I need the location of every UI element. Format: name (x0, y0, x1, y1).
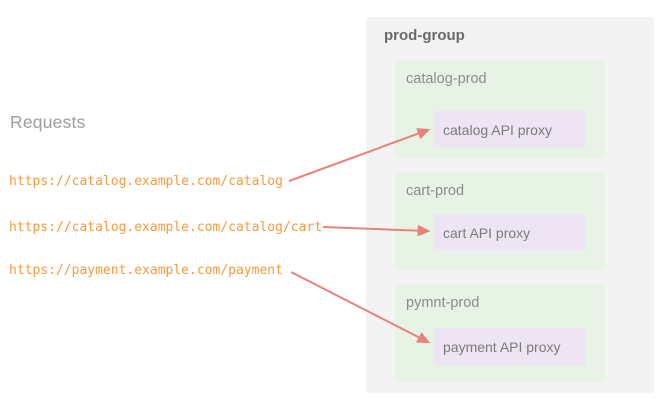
proxy-box-cart: cart API proxy (433, 214, 586, 251)
request-url-catalog-cart: https://catalog.example.com/catalog/cart (9, 220, 323, 235)
env-box-pymnt-prod: pymnt-prod payment API proxy (395, 284, 605, 382)
proxy-box-catalog: catalog API proxy (433, 111, 586, 148)
request-url-payment: https://payment.example.com/payment (9, 263, 283, 278)
env-label-pymnt-prod: pymnt-prod (406, 295, 480, 311)
env-box-catalog-prod: catalog-prod catalog API proxy (395, 60, 605, 158)
env-label-cart-prod: cart-prod (406, 183, 465, 199)
env-label-catalog-prod: catalog-prod (406, 71, 487, 87)
request-url-catalog: https://catalog.example.com/catalog (9, 174, 283, 189)
env-box-cart-prod: cart-prod cart API proxy (395, 172, 605, 270)
group-title: prod-group (384, 27, 465, 44)
prod-group-box: prod-group catalog-prod catalog API prox… (366, 17, 654, 393)
proxy-label-cart: cart API proxy (443, 224, 531, 241)
proxy-box-payment: payment API proxy (433, 328, 586, 365)
proxy-label-catalog: catalog API proxy (443, 121, 552, 138)
requests-heading: Requests (10, 112, 86, 132)
proxy-label-payment: payment API proxy (443, 338, 561, 355)
